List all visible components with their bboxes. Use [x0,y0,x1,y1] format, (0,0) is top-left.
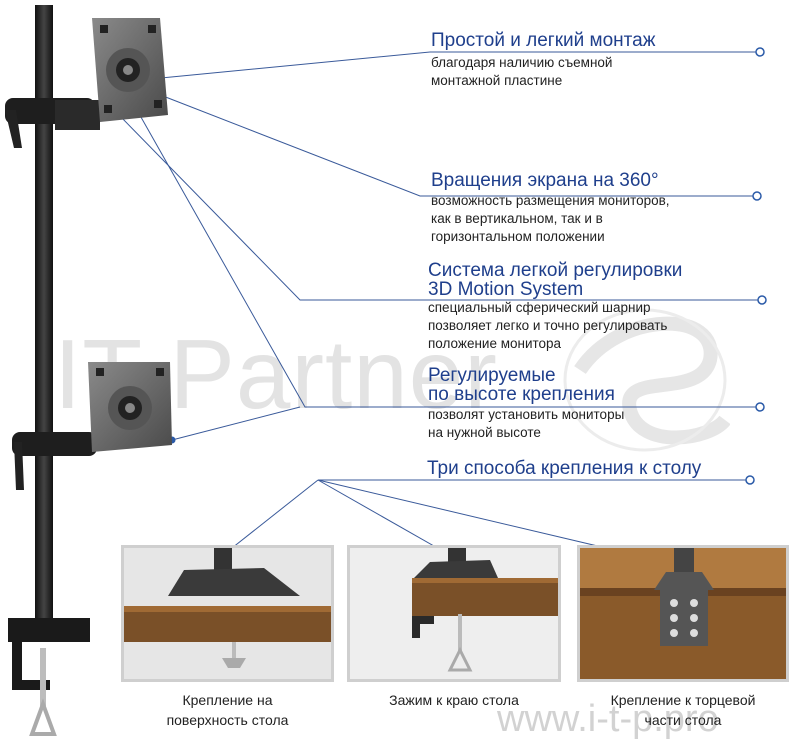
feature-1-title: Простой и легкий монтаж [431,30,656,51]
feature-2-title: Вращения экрана на 360° [431,170,659,191]
feature-3-desc-line: позволяет легко и точно регулировать [428,318,668,333]
monitor-arm-illustration [5,5,172,736]
feature-3-title-line: 3D Motion System [428,279,584,300]
feature-4-desc-line: позволят установить мониторы [428,407,625,422]
feature-3-title: Система легкой регулировки 3D Motion Sys… [428,261,682,299]
feature-5-title: Три способа крепления к столу [427,458,702,479]
feature-4-title: Регулируемые по высоте крепления [428,366,615,404]
feature-4-desc: позволят установить мониторы на нужной в… [428,406,624,442]
mount-photo-surface [121,545,334,682]
feature-4-desc-line: на нужной высоте [428,425,541,440]
mount-caption-clamp: Зажим к краю стола [347,690,561,710]
surface-mount-illustration [124,548,331,679]
feature-1-desc-line: благодаря наличию съемной [431,55,613,70]
feature-1-desc: благодаря наличию съемной монтажной плас… [431,54,612,90]
feature-2-desc-line: как в вертикальном, так и в [431,211,603,226]
feature-2-desc-line: возможность размещения мониторов, [431,193,670,208]
caption-line: Крепление на [182,692,273,708]
mount-photo-clamp [347,545,561,682]
feature-4-title-line: по высоте крепления [428,384,615,405]
clamp-mount-illustration [350,548,558,679]
pole [35,5,53,625]
feature-1-desc-line: монтажной пластине [431,73,563,88]
feature-3-desc-line: положение монитора [428,336,562,351]
feature-4-title-line: Регулируемые [428,365,556,386]
mount-caption-surface: Крепление на поверхность стола [121,690,334,730]
caption-line: части стола [644,712,722,728]
lower-vesa-plate [88,362,172,452]
caption-line: поверхность стола [166,712,289,728]
caption-line: Зажим к краю стола [389,692,519,708]
feature-3-desc: специальный сферический шарнир позволяет… [428,299,667,353]
feature-3-title-line: Система легкой регулировки [428,260,683,281]
mount-photo-edge [577,545,789,682]
site-url-watermark: www.i-t-p.pro [497,698,719,740]
caption-line: Крепление к торцевой [610,692,756,708]
feature-2-desc: возможность размещения мониторов, как в … [431,192,670,246]
mount-caption-edge: Крепление к торцевой части стола [577,690,789,730]
feature-2-desc-line: горизонтальном положении [431,229,605,244]
edge-mount-illustration [580,548,786,679]
feature-3-desc-line: специальный сферический шарнир [428,300,651,315]
upper-vesa-plate [92,18,168,122]
watermark-swoosh-logo [563,308,730,452]
